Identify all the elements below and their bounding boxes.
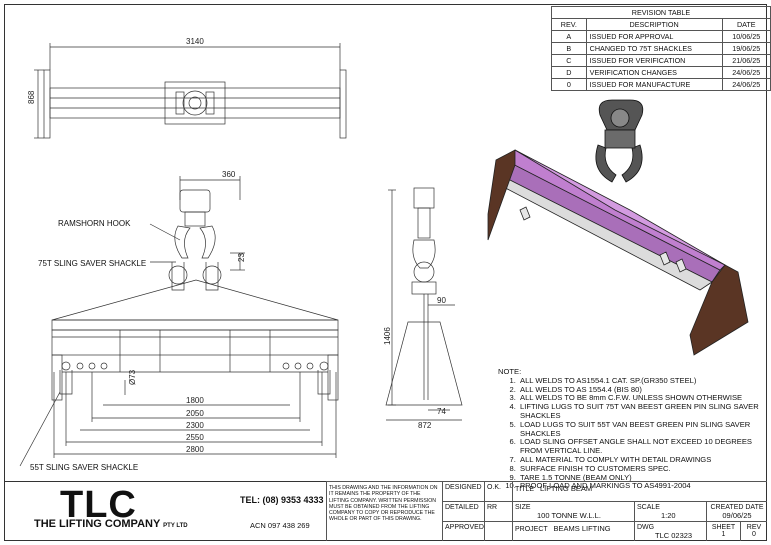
note-item: PROOF LOAD AND MARKINGS TO AS4991-2004 (518, 482, 760, 491)
dim-side-offset: 90 (437, 296, 446, 305)
disclaimer-cell (326, 481, 442, 541)
note-item: TARE 1.5 TONNE (BEAM ONLY) (518, 473, 760, 483)
dim-side-base: 872 (418, 421, 432, 430)
dim-2300: 2300 (186, 421, 204, 430)
dim-2050: 2050 (186, 409, 204, 418)
date-cell: 24/06/25 (721, 66, 771, 79)
company-name: THE LIFTING COMPANY PTY LTD (34, 518, 188, 530)
dim-side-height: 1406 (383, 327, 392, 345)
rev-cell: A (551, 30, 587, 43)
title-label: TITLE (515, 486, 535, 493)
date-header: DATE (721, 18, 771, 31)
description-header: DESCRIPTION (585, 18, 723, 31)
front-view (19, 176, 339, 467)
date-cell: 21/06/25 (721, 54, 771, 67)
note-item: LOAD SLING OFFSET ANGLE SHALL NOT EXCEED… (518, 438, 760, 456)
detailed-value: RR (484, 501, 512, 521)
dim-hole-dia: Ø73 (128, 369, 137, 385)
date-cell: 19/06/25 (721, 42, 771, 55)
drawing-frame (4, 4, 767, 541)
label-75t-shackle: 75T SLING SAVER SHACKLE (38, 259, 146, 268)
dim-hook-offset: 360 (222, 170, 236, 179)
notes-block: NOTE: ALL WELDS TO AS1554.1 CAT. SP.(GR3… (498, 367, 760, 491)
dim-side-plate: 74 (437, 407, 446, 416)
created-cell: CREATED DATE 09/06/25 (706, 501, 767, 521)
size-value: 100 TONNE W.L.L. (537, 511, 601, 520)
dim-2550: 2550 (186, 433, 204, 442)
company-logo: TLC (60, 484, 137, 526)
dim-2800: 2800 (186, 445, 204, 454)
iso-view (487, 99, 749, 356)
rev-value: 0 (752, 531, 756, 538)
rev-cell: C (551, 54, 587, 67)
notes-heading: NOTE: (498, 367, 522, 376)
dim-1800: 1800 (186, 396, 204, 405)
sheet-value: 1 (721, 531, 726, 538)
note-item: SURFACE FINISH TO CUSTOMERS SPEC. (518, 464, 760, 474)
sheet-label: SHEET (711, 524, 736, 531)
rev-cell-block: REV 0 (740, 521, 767, 541)
dwg-cell: DWG TLC 02323 (634, 521, 706, 541)
created-value: 09/06/25 (722, 511, 752, 520)
company-phone: TEL: (08) 9353 4333 (240, 495, 324, 505)
note-item: LOAD LUGS TO SUIT 55T VAN BEEST GREEN PI… (518, 420, 760, 439)
description-cell: ISSUED FOR MANUFACTURE (585, 78, 723, 91)
approved-label: APPROVED (442, 521, 484, 541)
created-label: CREATED DATE (710, 504, 764, 511)
label-ramshorn-hook: RAMSHORN HOOK (58, 219, 131, 228)
description-cell: ISSUED FOR VERIFICATION (585, 54, 723, 67)
designed-label: DESIGNED (442, 481, 484, 501)
rev-header: REV. (551, 18, 587, 31)
scale-cell: SCALE 1:20 (634, 501, 706, 521)
title-value: LIFTING BEAM (540, 484, 593, 493)
size-cell: SIZE 100 TONNE W.L.L. (512, 501, 634, 521)
designed-value: O.K. (484, 481, 512, 501)
company-name-text: THE LIFTING COMPANY (34, 518, 161, 530)
description-cell: CHANGED TO 75T SHACKLES (585, 42, 723, 55)
project-value: BEAMS LIFTING (553, 524, 611, 533)
label-55t-shackle: 55T SLING SAVER SHACKLE (30, 463, 138, 472)
date-cell: 24/06/25 (721, 78, 771, 91)
disclaimer-text: THIS DRAWING AND THE INFORMATION ON IT R… (329, 485, 438, 523)
note-item: LIFTING LUGS TO SUIT 75T VAN BEEST GREEN… (518, 402, 760, 421)
detailed-label: DETAILED (442, 501, 484, 521)
rev-cell: 0 (551, 78, 587, 91)
company-suffix: PTY LTD (163, 523, 188, 529)
title-cell: TITLE LIFTING BEAM (512, 481, 767, 501)
rev-cell: B (551, 42, 587, 55)
dwg-value: TLC 02323 (655, 531, 693, 540)
revision-table-title: REVISION TABLE (551, 6, 771, 19)
dwg-label: DWG (637, 524, 655, 531)
rev-cell: D (551, 66, 587, 79)
description-cell: ISSUED FOR APPROVAL (585, 30, 723, 43)
dim-top-width: 868 (27, 90, 36, 104)
approved-value (484, 521, 512, 541)
sheet-cell: SHEET 1 (706, 521, 740, 541)
scale-value: 1:20 (661, 511, 676, 520)
dim-shackle-offset: 23 (237, 253, 246, 262)
note-item: ALL WELDS TO AS1554.1 CAT. SP.(GR350 STE… (518, 376, 760, 386)
scale-label: SCALE (637, 504, 660, 511)
rev-label: REV (746, 524, 762, 531)
dim-top-length: 3140 (186, 37, 204, 46)
side-view (385, 187, 463, 421)
project-cell: PROJECT BEAMS LIFTING (512, 521, 634, 541)
project-label: PROJECT (515, 526, 548, 533)
date-cell: 10/06/25 (721, 30, 771, 43)
note-item: ALL MATERIAL TO COMPLY WITH DETAIL DRAWI… (518, 455, 760, 465)
top-view (34, 43, 347, 139)
note-item: ALL WELDS TO AS 1554.4 (BIS 80) (518, 385, 760, 395)
description-cell: VERIFICATION CHANGES (585, 66, 723, 79)
size-label: SIZE (515, 504, 531, 511)
company-acn: ACN 097 438 269 (250, 521, 310, 530)
note-item: ALL WELDS TO BE 8mm C.F.W. UNLESS SHOWN … (518, 394, 760, 403)
